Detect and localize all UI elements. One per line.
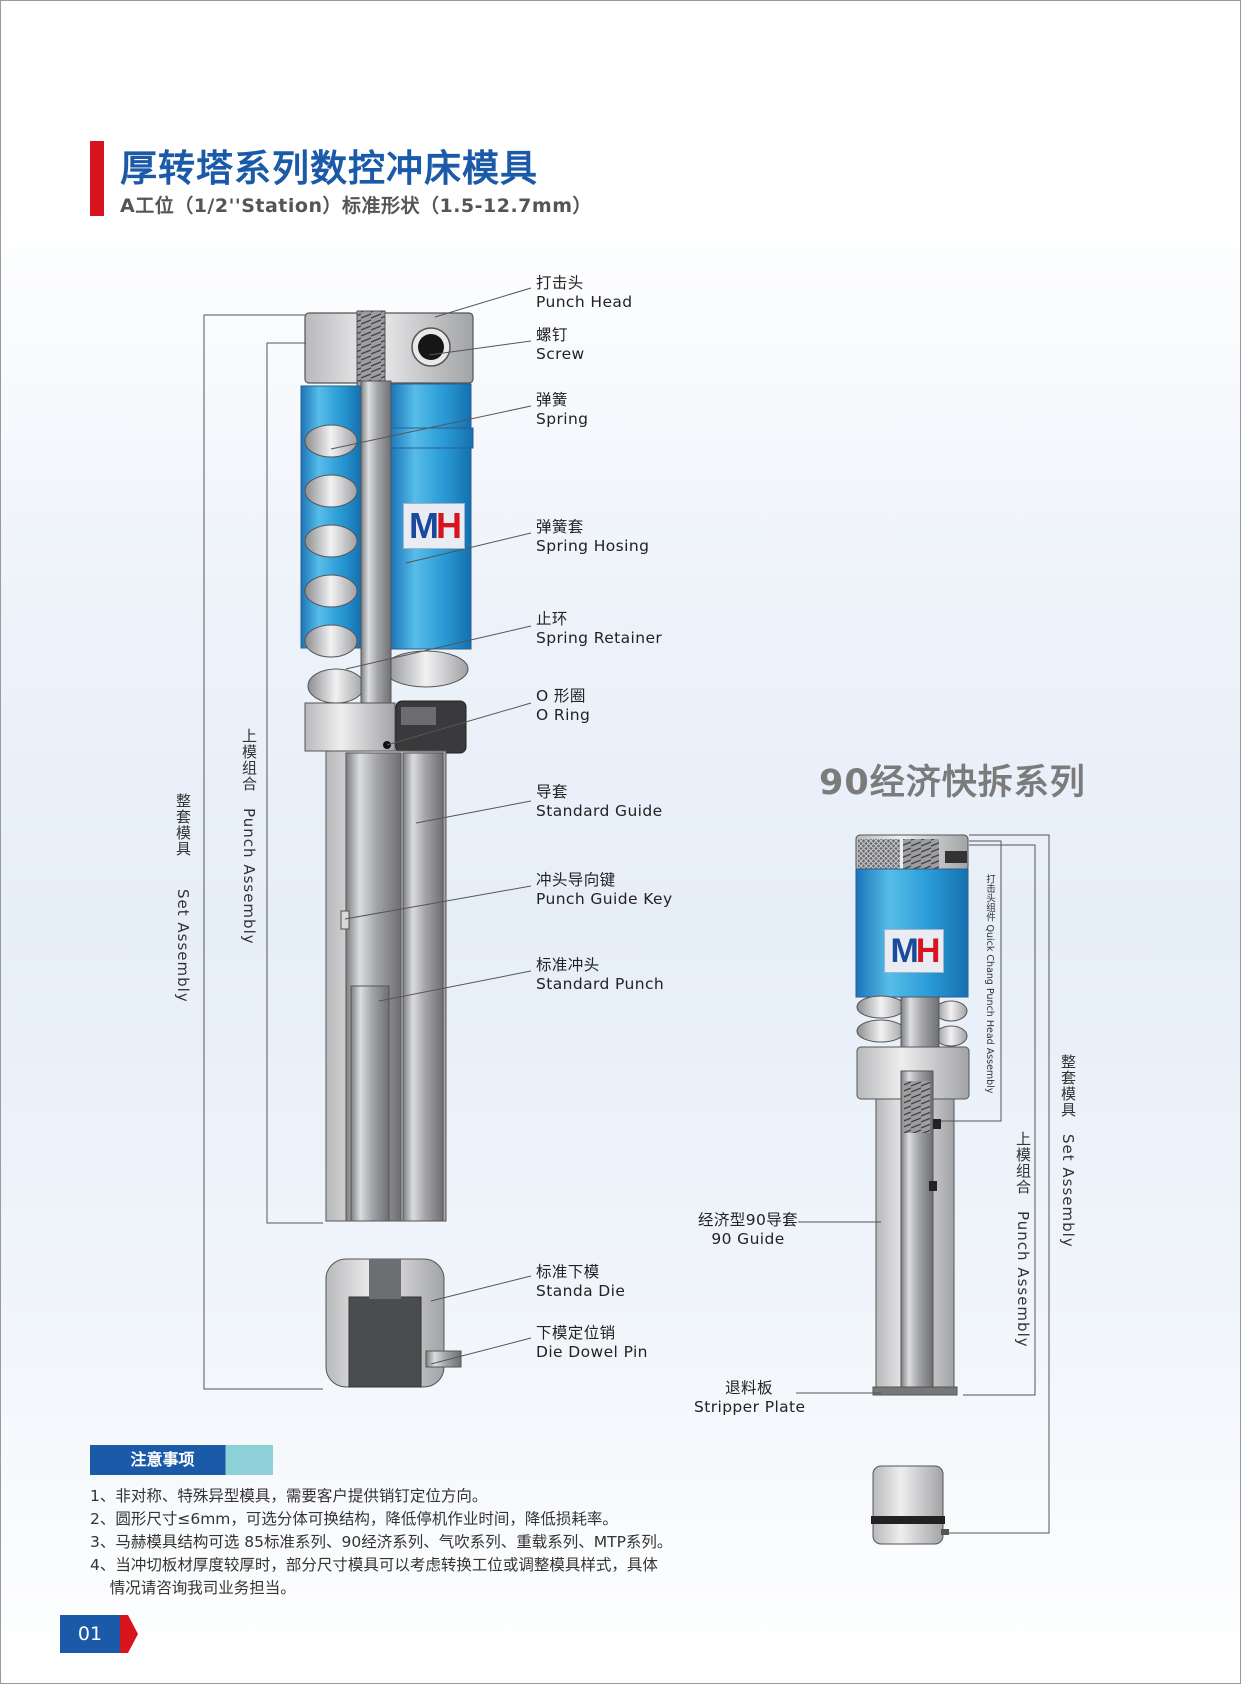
- notice-title: 注意事项: [130, 1450, 195, 1469]
- head-assembly-label: 打击头组件 Quick Chang Punch Head Assembly: [984, 874, 995, 1094]
- right-set-assembly-label: 整套模具 Set Assembly: [1059, 1054, 1077, 1248]
- left-punch-assembly-label: 上模组合 Punch Assembly: [240, 728, 258, 945]
- right-punch-assembly-label: 上模组合 Punch Assembly: [1014, 1131, 1032, 1348]
- page-number-badge: [60, 1615, 138, 1653]
- left-punch-drawing: [300, 310, 474, 1388]
- notice-item: 2、圆形尺寸≤6mm，可选分体可换结构，降低停机作业时间，降低损耗率。: [90, 1510, 618, 1528]
- mh-logo-left: MH: [403, 503, 465, 549]
- economy-series-title: 90经济快拆系列: [819, 763, 1086, 803]
- mh-logo-right: MH: [884, 929, 944, 973]
- left-set-assembly-label: 整套模具 Set Assembly: [174, 793, 192, 1003]
- notice-item: 3、马赫模具结构可选 85标准系列、90经济系列、气吹系列、重载系列、MTP系列…: [90, 1533, 673, 1551]
- notice-tab: [90, 1445, 273, 1475]
- page-number: 01: [77, 1623, 103, 1645]
- title-accent-bar: [90, 141, 104, 216]
- notice-item: 情况请咨询我司业务担当。: [90, 1579, 296, 1597]
- right-leader-lines: [796, 834, 1050, 1534]
- page-subtitle: A工位（1/2''Station）标准形状（1.5-12.7mm）: [120, 195, 592, 217]
- left-brackets: [203, 314, 323, 1390]
- page-title: 厚转塔系列数控冲床模具: [120, 147, 538, 190]
- notice-item: 1、非对称、特殊异型模具，需要客户提供销钉定位方向。: [90, 1487, 488, 1505]
- left-leader-lines: [330, 287, 532, 1365]
- notice-item: 4、当冲切板材厚度较厚时，部分尺寸模具可以考虑转换工位或调整模具样式，具体: [90, 1556, 658, 1574]
